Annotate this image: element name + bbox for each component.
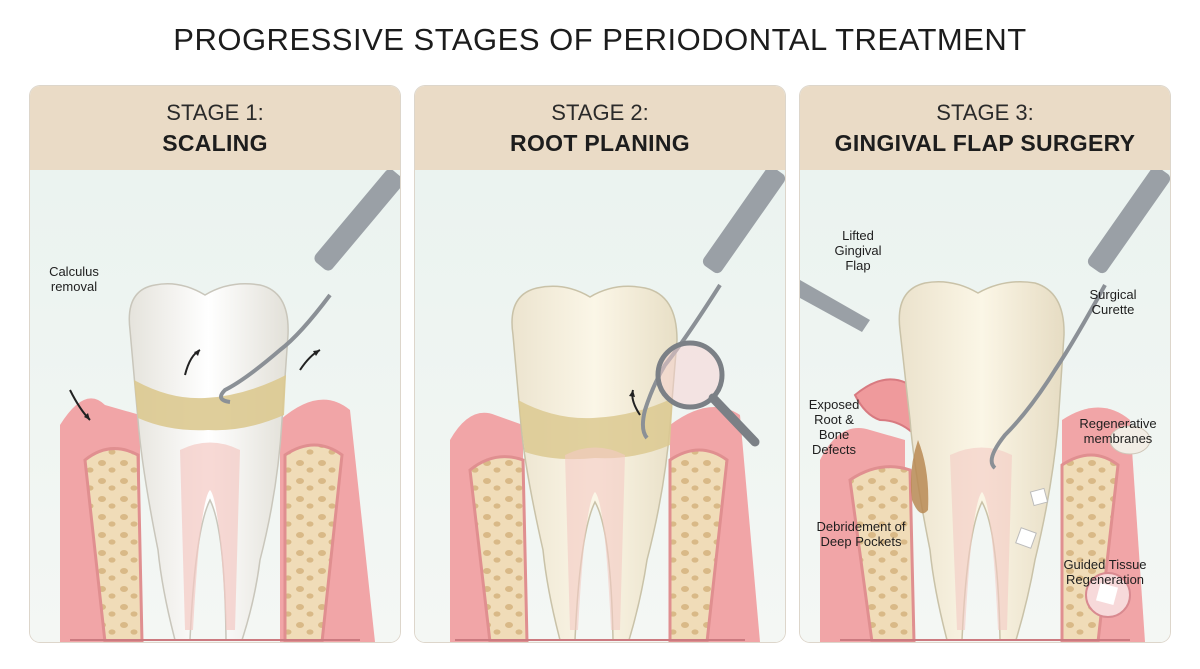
bone-left — [468, 455, 529, 642]
curette-label: Surgical Curette — [1089, 287, 1137, 317]
calculus-deposit — [518, 398, 673, 460]
stage-1-header: STAGE 1: SCALING — [30, 86, 400, 170]
exposed-root-label: Exposed Root & Bone Defects — [808, 397, 860, 457]
bone-right — [283, 443, 344, 642]
bone-graft-granules — [1109, 425, 1151, 455]
scaling-illustration — [60, 170, 400, 642]
elevator-instrument — [800, 280, 870, 332]
stage-2-panel: STAGE 2: ROOT PLANING — [415, 86, 785, 642]
page-title: PROGRESSIVE STAGES OF PERIODONTAL TREATM… — [173, 22, 1027, 57]
scaler-instrument — [219, 170, 400, 404]
gtr-membrane-circle — [1085, 572, 1131, 618]
bone-right — [668, 448, 729, 642]
stage-3-panel: STAGE 3: GINGIVAL FLAP SURGERY — [800, 86, 1170, 642]
bone-left — [848, 465, 916, 642]
membranes-label: Regenerative membranes — [1079, 416, 1157, 446]
stage-3-number: STAGE 3: — [936, 100, 1034, 125]
calculus-removal-label: Calculus removal — [49, 264, 99, 294]
stage-1-name: SCALING — [162, 130, 268, 156]
flap-label: Lifted Gingival Flap — [834, 228, 882, 273]
stage-2-number: STAGE 2: — [551, 100, 649, 125]
magnifier-icon — [655, 340, 760, 447]
flap-surgery-illustration — [800, 170, 1170, 642]
gtr-label: Guided Tissue Regeneration — [1063, 557, 1147, 587]
root-planing-illustration — [450, 170, 785, 642]
exposed-root-defect — [910, 440, 929, 514]
stage-1-number: STAGE 1: — [166, 100, 264, 125]
membrane-patches — [1015, 487, 1049, 549]
stage-3-header: STAGE 3: GINGIVAL FLAP SURGERY — [800, 86, 1170, 170]
calculus-deposit — [134, 375, 286, 431]
bone-left — [83, 447, 144, 642]
stage-1-panel: STAGE 1: SCALING — [30, 86, 400, 642]
stage-3-name: GINGIVAL FLAP SURGERY — [834, 130, 1136, 156]
debridement-label: Debridement of Deep Pockets — [816, 519, 906, 549]
surgical-curette-instrument — [989, 170, 1170, 470]
stage-2-name: ROOT PLANING — [510, 130, 690, 156]
stage-2-header: STAGE 2: ROOT PLANING — [415, 86, 785, 170]
